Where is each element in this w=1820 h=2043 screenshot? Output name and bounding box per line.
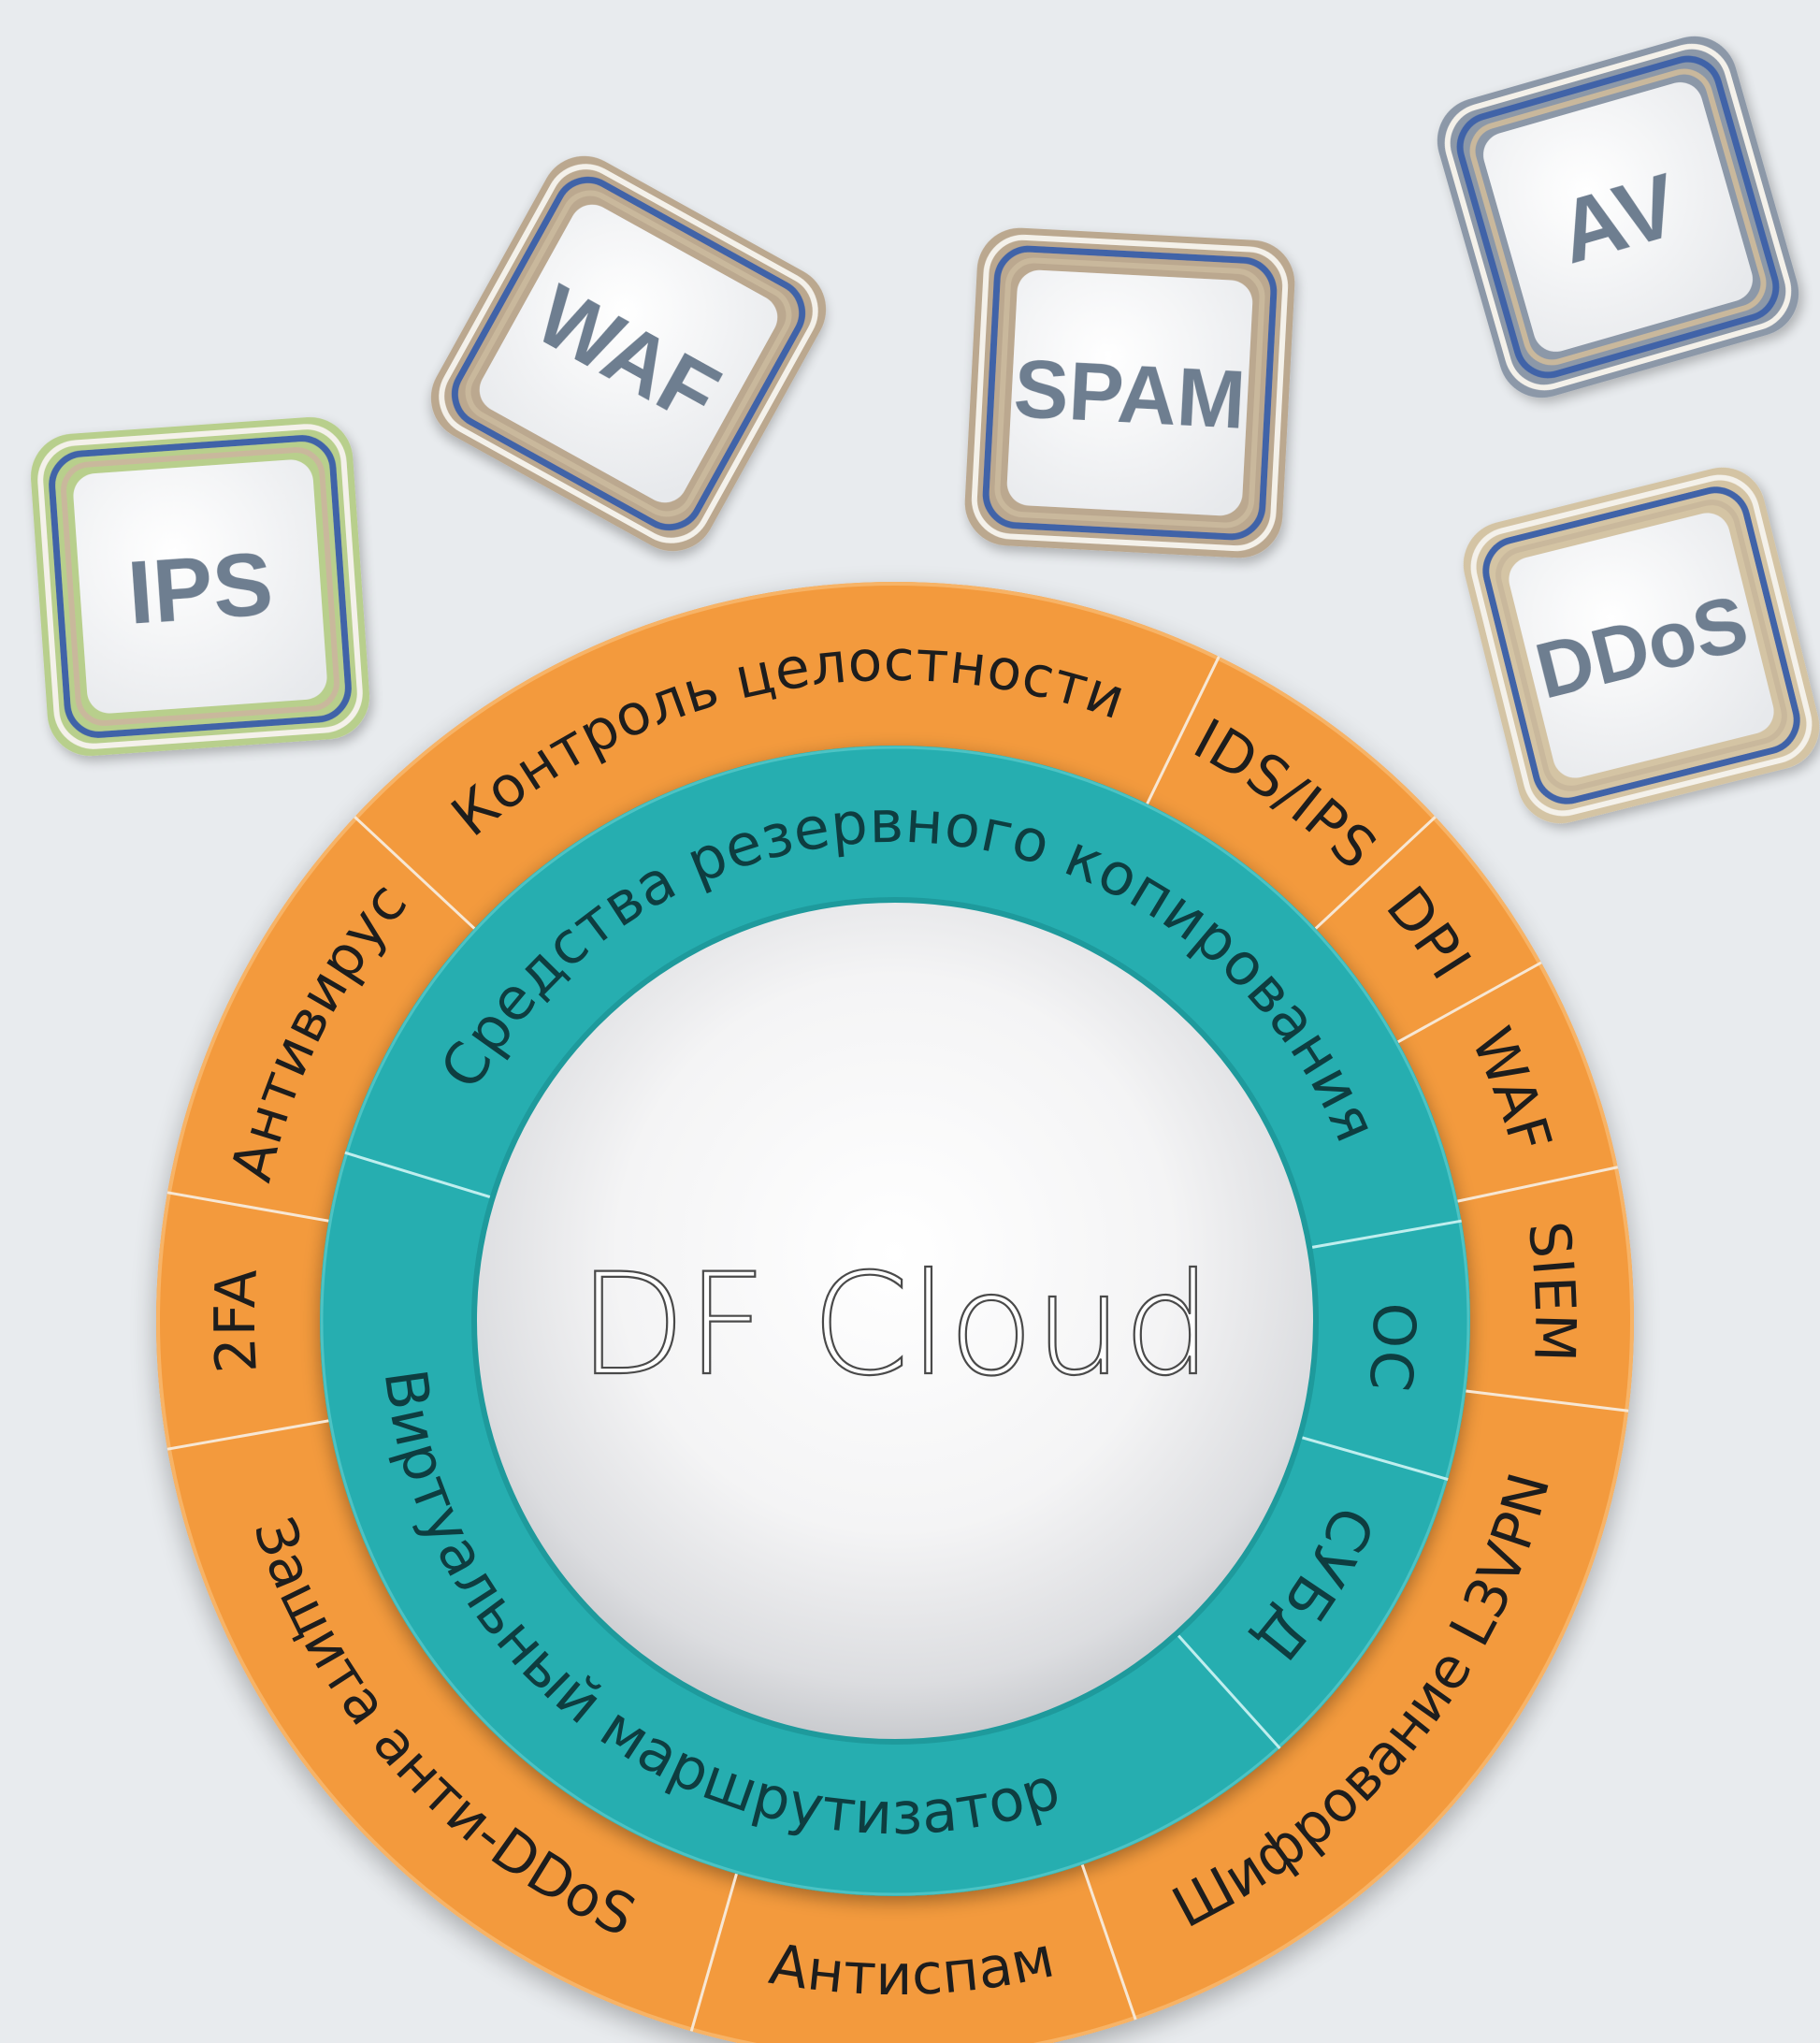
tile-label: IPS: [124, 533, 276, 644]
tile-frame-highlight: [439, 164, 818, 543]
outer-ring-edge: [156, 582, 1634, 2043]
inner-divider: [1299, 1435, 1449, 1481]
outer-divider: [689, 1873, 738, 2032]
outer-ring-label: SIEM: [1515, 1218, 1588, 1363]
tile-inner-border: [465, 190, 792, 517]
outer-divider: [1466, 1389, 1629, 1413]
tile-frame-highlight: [1444, 43, 1792, 391]
tile-face: [479, 204, 778, 503]
outer-divider: [1146, 656, 1221, 804]
security-tiles: IPS WAF SPAM AV DDoS: [30, 36, 1820, 824]
security-tile: SPAM: [964, 227, 1295, 558]
outer-divider: [166, 1191, 329, 1223]
tile-frame-highlight: [1470, 474, 1813, 817]
tile-inner-border: [1495, 500, 1787, 791]
inner-ring-label: ОС: [1355, 1302, 1428, 1395]
outer-divider: [1397, 961, 1542, 1044]
tile-face: [73, 459, 327, 714]
outer-ring-dividers: [166, 656, 1629, 2032]
center-label: DF Cloud: [578, 1244, 1212, 1407]
service-rings: Контроль целостностиIDS/IPSDPIWAFSIEMШиф…: [156, 582, 1634, 2043]
tile-frame-highlight: [971, 234, 1289, 552]
tile-blue-border: [1456, 55, 1780, 379]
inner-divider: [1308, 1219, 1462, 1250]
tile-blue-border: [1482, 486, 1800, 804]
outer-divider: [166, 1419, 329, 1451]
inner-ring-edge: [320, 746, 1470, 1896]
security-tile: AV: [1437, 36, 1799, 398]
outer-divider: [1314, 816, 1437, 930]
tile-inner-border: [61, 447, 339, 726]
center-disc: [471, 897, 1319, 1745]
tile-blue-border: [451, 176, 806, 531]
security-tile: IPS: [30, 416, 370, 757]
security-tile: DDoS: [1463, 467, 1820, 824]
tile-inner-border: [994, 257, 1265, 529]
tile-face: [1483, 82, 1753, 352]
outer-divider: [1080, 1864, 1137, 2021]
tile-label: SPAM: [1012, 341, 1249, 446]
inner-divider: [344, 1151, 494, 1199]
outer-ring-label: 2FA: [203, 1267, 270, 1374]
tile-face: [1006, 269, 1253, 516]
tile-frame-highlight: [37, 424, 363, 749]
outer-divider: [1457, 1166, 1619, 1203]
outer-divider: [354, 816, 476, 930]
inner-divider: [1175, 1632, 1281, 1750]
tile-inner-border: [1469, 68, 1767, 366]
tile-blue-border: [982, 245, 1278, 541]
tile-blue-border: [49, 435, 352, 738]
security-tile: WAF: [430, 155, 827, 552]
tile-face: [1509, 513, 1774, 778]
inner-ring-dividers: [344, 1151, 1462, 1750]
